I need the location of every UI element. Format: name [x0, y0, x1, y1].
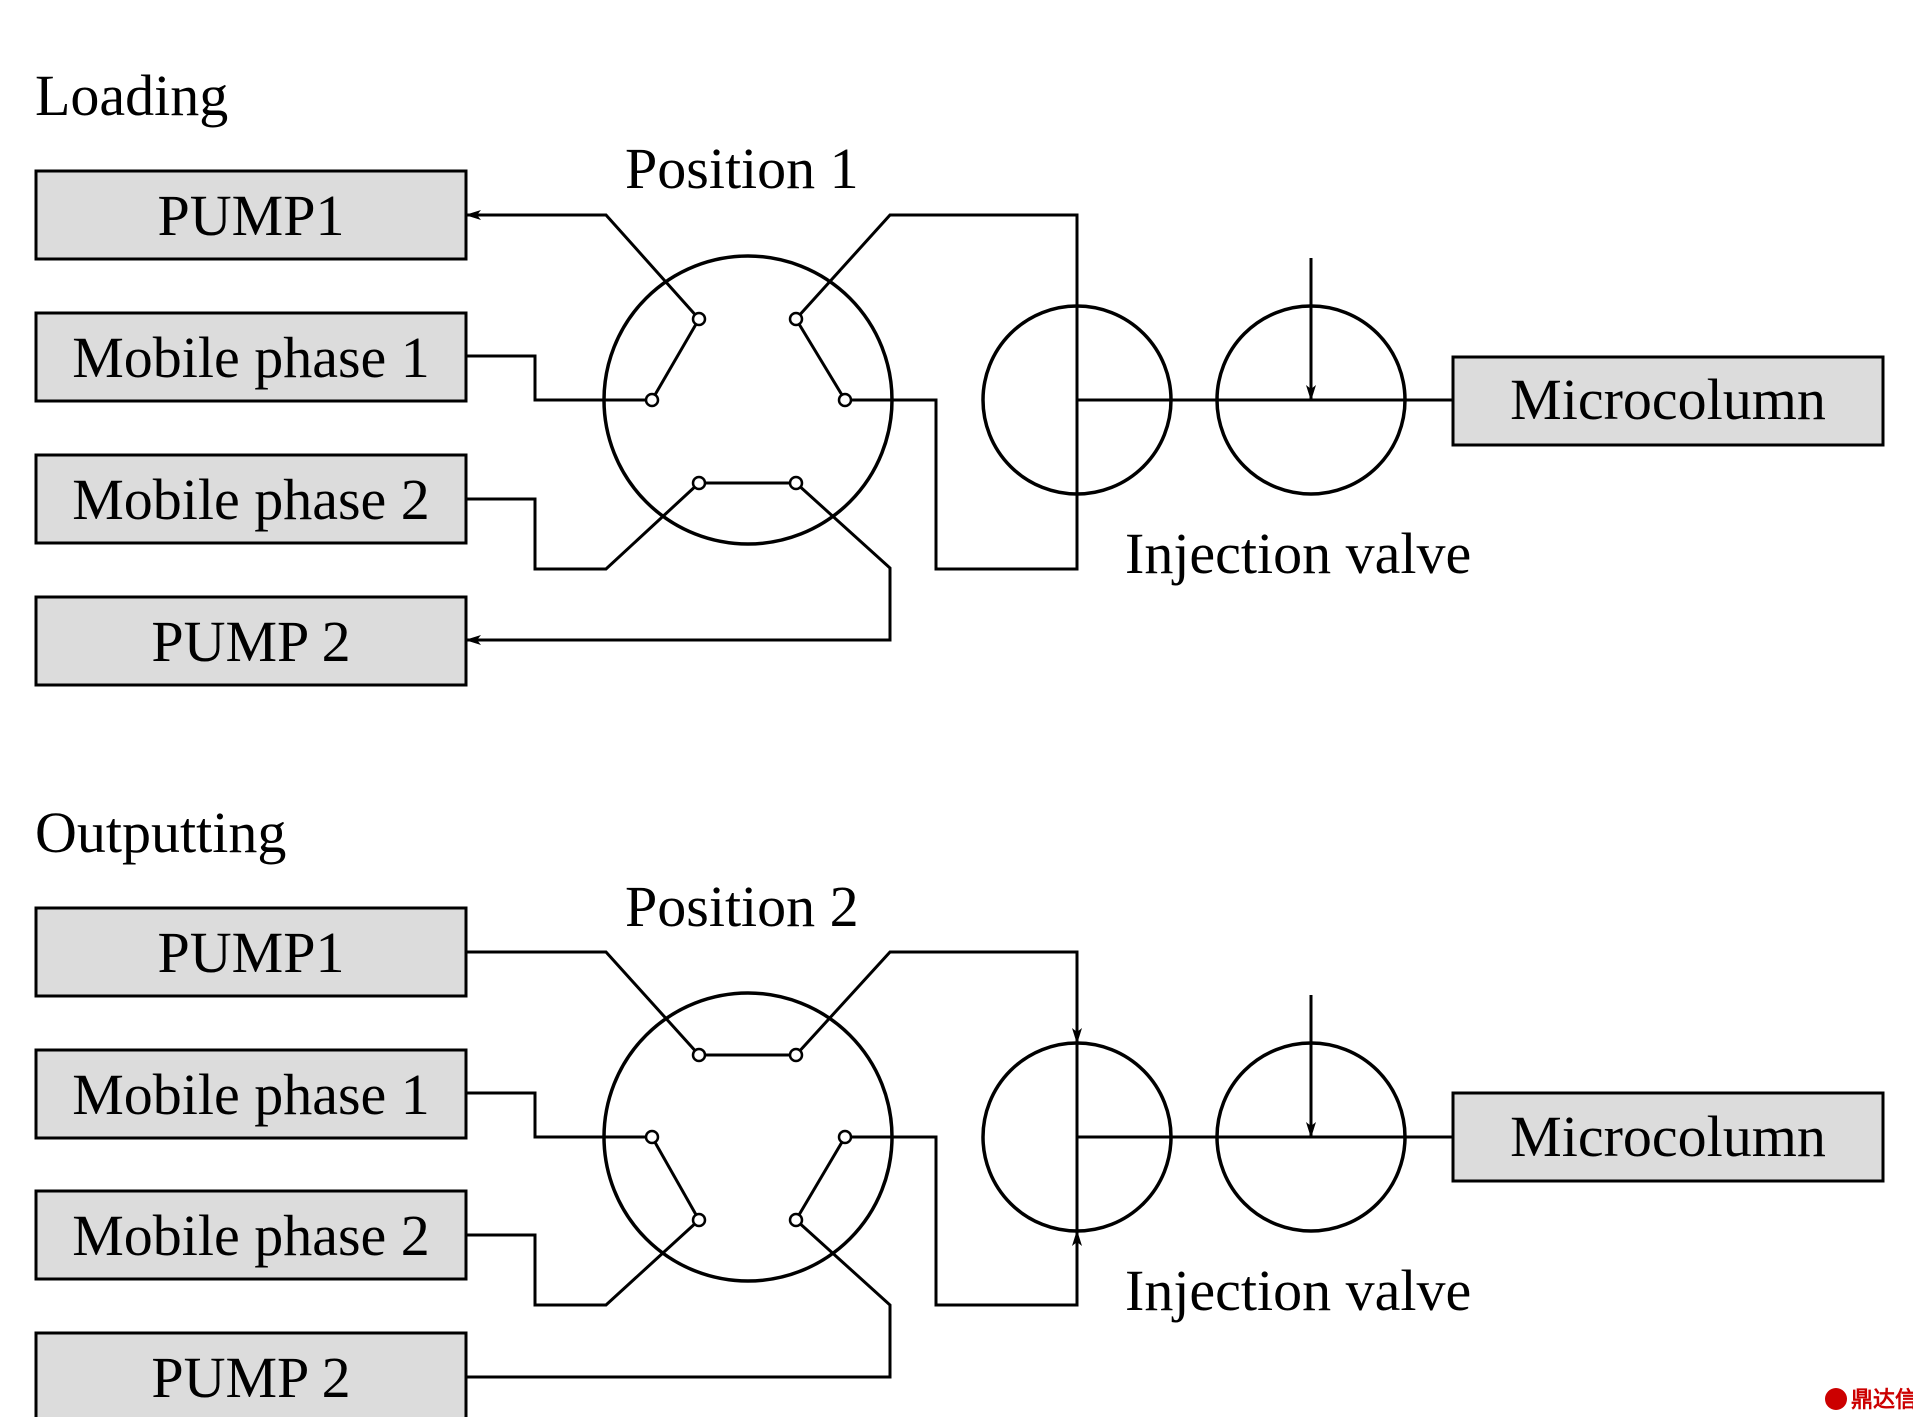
panel-loading: Loading Position 1 PUMP1 Mobile phase 1 …	[34, 63, 1885, 687]
box-label: Mobile phase 2	[72, 1203, 430, 1268]
valve-port	[788, 1212, 804, 1228]
box-label: PUMP 2	[151, 1345, 350, 1410]
panel-outputting: Outputting Position 2 PUMP1 Mobile phase…	[34, 800, 1885, 1417]
box-microcolumn: Microcolumn	[1451, 355, 1885, 447]
box-label: Mobile phase 1	[72, 325, 430, 390]
watermark-logo: 鼎达信	[1825, 1387, 1913, 1413]
valve-port	[788, 1047, 804, 1063]
valve-port	[691, 311, 707, 327]
line-loop-top	[794, 950, 1082, 1057]
box-label: Mobile phase 1	[72, 1062, 430, 1127]
valve-port	[691, 475, 707, 491]
box-mobile-phase-2: Mobile phase 2	[34, 453, 468, 545]
injection-valve-label: Injection valve	[1125, 1258, 1471, 1323]
valve-port	[691, 1212, 707, 1228]
box-label: Microcolumn	[1510, 1104, 1826, 1169]
line-to-pump2	[465, 481, 892, 645]
box-pump1: PUMP1	[34, 169, 468, 261]
line-to-pump1	[465, 210, 701, 320]
line-pump2	[466, 1218, 892, 1379]
box-label: PUMP 2	[151, 609, 350, 674]
valve-port	[837, 392, 853, 408]
line-mobile-phase-2	[466, 481, 701, 571]
panel-title: Outputting	[35, 800, 286, 865]
valve-port	[837, 1129, 853, 1145]
line-mobile-phase-1	[466, 354, 652, 402]
box-label: PUMP1	[158, 183, 345, 248]
line-loop-bottom	[845, 398, 1079, 571]
injection-valve-label: Injection valve	[1125, 521, 1471, 586]
six-port-valve	[465, 210, 1079, 645]
valve-port	[691, 1047, 707, 1063]
injection-valve: Injection valve	[981, 995, 1471, 1323]
watermark-text: 鼎达信	[1851, 1387, 1913, 1413]
box-mobile-phase-2: Mobile phase 2	[34, 1189, 468, 1281]
valve-port	[644, 392, 660, 408]
line-mobile-phase-2	[466, 1218, 701, 1307]
box-pump1: PUMP1	[34, 906, 468, 998]
box-label: Mobile phase 2	[72, 467, 430, 532]
box-label: PUMP1	[158, 920, 345, 985]
box-pump2: PUMP 2	[34, 1331, 468, 1417]
valve-port	[644, 1129, 660, 1145]
line-pump1	[466, 950, 701, 1057]
watermark-icon	[1825, 1388, 1847, 1410]
box-mobile-phase-1: Mobile phase 1	[34, 1048, 468, 1140]
valve-position-label: Position 2	[625, 874, 859, 939]
six-port-valve	[466, 950, 1082, 1379]
line-mobile-phase-1	[466, 1091, 652, 1139]
box-microcolumn: Microcolumn	[1451, 1091, 1885, 1183]
box-label: Microcolumn	[1510, 367, 1826, 432]
injection-valve: Injection valve	[981, 258, 1471, 586]
valve-port	[788, 311, 804, 327]
panel-title: Loading	[35, 63, 228, 128]
valve-position-label: Position 1	[625, 136, 859, 201]
box-mobile-phase-1: Mobile phase 1	[34, 311, 468, 403]
line-loop-bottom	[845, 1135, 1082, 1307]
valve-port	[788, 475, 804, 491]
box-pump2: PUMP 2	[34, 595, 468, 687]
line-loop-top	[794, 213, 1079, 400]
